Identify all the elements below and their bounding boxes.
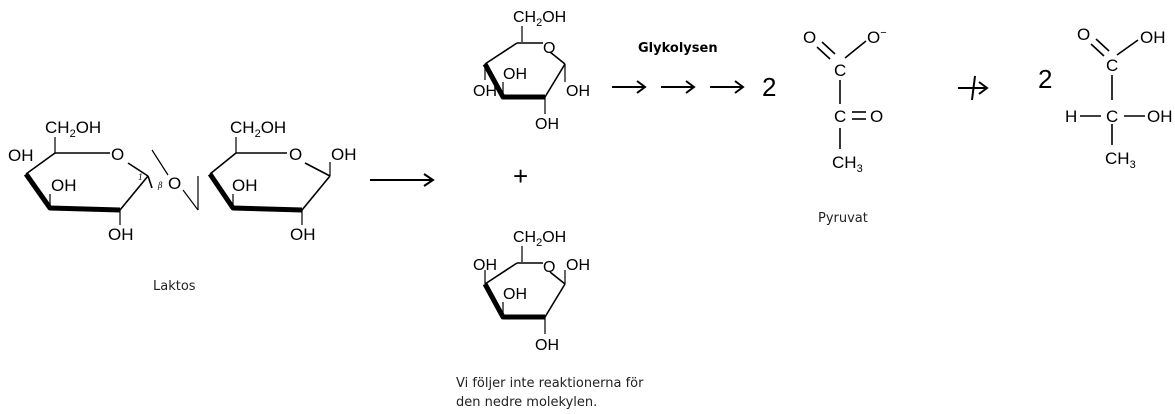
lactic-acid-coefficient: 2 bbox=[1038, 64, 1052, 94]
galactose-oh-bottom: OH bbox=[535, 337, 559, 354]
glucose-oh-mid: OH bbox=[503, 66, 527, 83]
galactose-ring-o: O bbox=[543, 259, 555, 276]
pyruvate-eq-o: O bbox=[870, 107, 883, 126]
lactic-oh-right: OH bbox=[1147, 107, 1173, 126]
lactose-beta: β bbox=[157, 181, 163, 190]
lactose-anomer-1: 1 bbox=[138, 173, 143, 182]
lactose-ch2oh-right: CH2OH bbox=[230, 118, 286, 140]
glucose-oh-left: OH bbox=[473, 83, 497, 100]
note-line-2: den nedre molekylen. bbox=[456, 395, 597, 410]
pyruvate-coefficient: 2 bbox=[762, 72, 776, 102]
pyruvate-caption: Pyruvat bbox=[818, 211, 868, 226]
pyruvate-c1: C bbox=[834, 61, 846, 80]
lactic-oh-top: OH bbox=[1140, 28, 1166, 47]
lactose-oh-right-mid: OH bbox=[232, 176, 258, 195]
lactose-oh-bottom: OH bbox=[108, 225, 134, 244]
galactose-oh-mid: OH bbox=[503, 286, 527, 303]
pyruvate-c2: C bbox=[834, 107, 846, 126]
glycolysis-arrows bbox=[612, 80, 745, 94]
blocked-reaction-arrow bbox=[958, 75, 989, 101]
lactose-oh-right-bottom: OH bbox=[290, 225, 316, 244]
lactose-oh-right-top: OH bbox=[331, 145, 357, 164]
lactose-ring-o-left: O bbox=[111, 145, 124, 164]
pyruvate-o-left: O bbox=[803, 28, 816, 47]
lactose-ch2oh-left: CH2OH bbox=[45, 118, 101, 140]
pyruvate-molecule: O O− C C O CH3 bbox=[803, 27, 887, 175]
galactose-ch2oh: CH2OH bbox=[513, 229, 566, 249]
lactic-ch3: CH3 bbox=[1105, 149, 1136, 171]
lactic-h: H bbox=[1065, 107, 1077, 126]
glucose-ring-o: O bbox=[543, 40, 555, 57]
pyruvate-ch3: CH3 bbox=[832, 153, 863, 175]
plus-sign: + bbox=[513, 161, 528, 191]
main-reaction-arrow bbox=[370, 173, 435, 187]
lactic-c2: C bbox=[1106, 107, 1118, 126]
lactic-c1: C bbox=[1106, 56, 1118, 75]
glucose-oh-right: OH bbox=[566, 83, 590, 100]
glucose-oh-bottom: OH bbox=[535, 116, 559, 133]
lactose-oh-mid: OH bbox=[51, 176, 77, 195]
lactose-bridge-o: O bbox=[168, 174, 181, 193]
note-line-1: Vi följer inte reaktionerna för bbox=[456, 376, 644, 391]
galactose-oh-top-right: OH bbox=[566, 257, 590, 274]
galactose-molecule: CH2OH OH O OH OH OH bbox=[473, 229, 590, 354]
galactose-oh-left: OH bbox=[473, 257, 497, 274]
glycolysis-label: Glykolysen bbox=[638, 41, 718, 56]
lactose-oh-left: OH bbox=[8, 146, 34, 165]
glucose-molecule: CH2OH O OH OH OH OH bbox=[473, 9, 590, 133]
lactose-caption: Laktos bbox=[153, 279, 196, 294]
lactose-molecule: CH2OH OH OH OH O 1 β O CH2OH O OH OH OH … bbox=[8, 118, 357, 294]
pyruvate-o-minus: O− bbox=[867, 27, 887, 47]
lactic-acid-molecule: O OH C H C OH CH3 bbox=[1065, 25, 1173, 171]
lactose-ring-o-right: O bbox=[289, 145, 302, 164]
glucose-ch2oh: CH2OH bbox=[513, 9, 566, 29]
lactic-o-top: O bbox=[1077, 25, 1090, 44]
